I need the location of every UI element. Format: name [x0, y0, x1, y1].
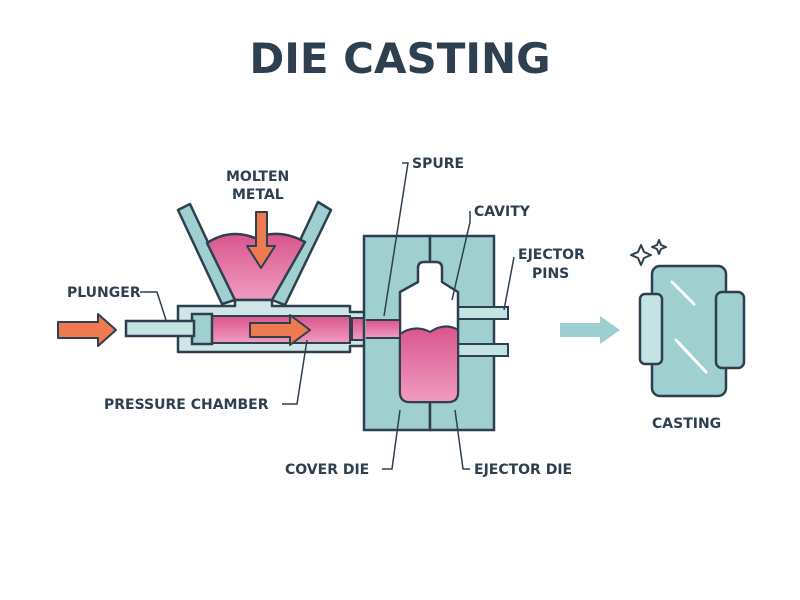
molten-metal-in-cavity [399, 325, 459, 403]
casting-highlight [670, 280, 696, 306]
spure-label: SPURE [412, 156, 464, 172]
ejector-pins-label-line2: PINS [532, 266, 569, 282]
ejector-pin-bottom [457, 343, 509, 357]
hopper [176, 200, 333, 307]
leader-lines [140, 162, 515, 470]
plunger-rod [124, 319, 196, 338]
spure-leader [383, 162, 409, 317]
push-arrow-icon [57, 313, 117, 347]
pressure-chamber-label: PRESSURE CHAMBER [104, 397, 269, 413]
casting [638, 264, 746, 398]
page-title: DIE CASTING [249, 34, 551, 83]
ejector-die-label: EJECTOR DIE [474, 462, 572, 478]
ejector-die-leader [454, 409, 470, 470]
cover-die-label: COVER DIE [285, 462, 369, 478]
pressure-chamber-leader [282, 339, 308, 405]
cavity-leader [451, 211, 471, 301]
pour-arrow-icon [246, 211, 276, 269]
casting-label: CASTING [652, 416, 721, 432]
ejector-pins-leader [503, 256, 515, 311]
plunger-label: PLUNGER [67, 285, 141, 301]
ejector-pins-label-line1: EJECTOR [518, 247, 585, 263]
plunger-leader [140, 291, 167, 321]
cover-die-leader [382, 409, 401, 470]
flow-arrow-icon [249, 314, 311, 346]
output-arrow-icon [560, 316, 620, 344]
sparkle-icon [630, 239, 667, 266]
molten-metal-label-line1: MOLTEN [226, 169, 289, 185]
casting-right-block [714, 290, 746, 370]
cavity-label: CAVITY [474, 204, 531, 220]
casting-left-ledge [638, 292, 664, 366]
dies [362, 234, 509, 432]
sprue-channel [366, 319, 401, 339]
ejector-pin-top [457, 306, 509, 320]
molten-metal-label-line2: METAL [232, 187, 284, 203]
